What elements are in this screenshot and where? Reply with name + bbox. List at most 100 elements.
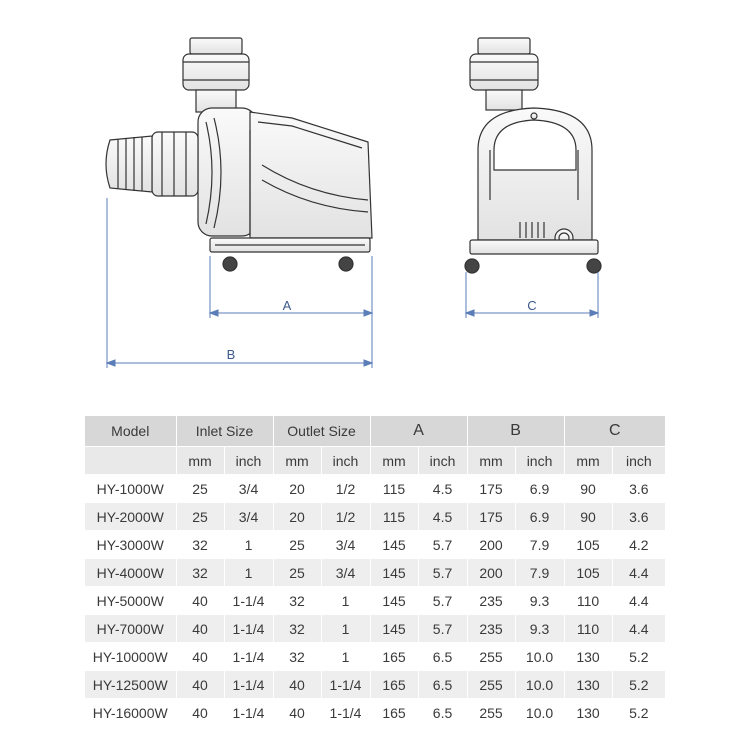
- table-cell: 4.5: [418, 502, 468, 531]
- unit-header: mm: [370, 446, 419, 475]
- table-cell: 32: [273, 614, 322, 643]
- table-cell: 115: [370, 502, 419, 531]
- table-cell: 40: [176, 698, 225, 727]
- table-cell: 10.0: [515, 642, 565, 671]
- table-cell: 130: [564, 698, 613, 727]
- table-cell: 4.4: [612, 614, 666, 643]
- table-cell: 40: [176, 614, 225, 643]
- table-cell: 6.9: [515, 502, 565, 531]
- table-cell: 255: [467, 670, 516, 699]
- table-cell: 5.2: [612, 670, 666, 699]
- table-cell: 40: [176, 642, 225, 671]
- unit-header: mm: [273, 446, 322, 475]
- table-cell: 105: [564, 558, 613, 587]
- table-cell: 235: [467, 614, 516, 643]
- model-cell: HY-7000W: [85, 614, 177, 643]
- table-cell: 1/2: [321, 474, 371, 503]
- table-cell: 165: [370, 698, 419, 727]
- pump-front-view: [464, 37, 602, 274]
- dimension-a-label: A: [283, 298, 292, 313]
- table-cell: 25: [176, 474, 225, 503]
- model-cell: HY-1000W: [85, 474, 177, 503]
- table-cell: 6.5: [418, 642, 468, 671]
- dimension-a: [208, 256, 374, 318]
- table-cell: 175: [467, 502, 516, 531]
- model-cell: HY-16000W: [85, 698, 177, 727]
- table-cell: 110: [564, 586, 613, 615]
- table-cell: 25: [176, 502, 225, 531]
- dimension-b-label: B: [227, 347, 236, 362]
- table-cell: 6.5: [418, 670, 468, 699]
- table-cell: 4.5: [418, 474, 468, 503]
- table-cell: 255: [467, 642, 516, 671]
- table-cell: 5.7: [418, 558, 468, 587]
- unit-header: mm: [564, 446, 613, 475]
- table-cell: 1-1/4: [224, 642, 274, 671]
- table-cell: 165: [370, 670, 419, 699]
- table-cell: 10.0: [515, 670, 565, 699]
- table-cell: 145: [370, 586, 419, 615]
- table-cell: 165: [370, 642, 419, 671]
- header-a: A: [370, 416, 468, 447]
- table-cell: 32: [273, 642, 322, 671]
- table-cell: 1: [321, 586, 371, 615]
- table-cell: 32: [176, 558, 225, 587]
- header-b: B: [467, 416, 565, 447]
- specification-table: Model Inlet Size Outlet Size A B C mm in…: [85, 416, 666, 727]
- table-cell: 6.5: [418, 698, 468, 727]
- table-cell: 6.9: [515, 474, 565, 503]
- header-units-blank: [85, 446, 177, 475]
- header-c: C: [564, 416, 666, 447]
- table-cell: 235: [467, 586, 516, 615]
- table-cell: 4.4: [612, 586, 666, 615]
- table-cell: 9.3: [515, 586, 565, 615]
- unit-header: inch: [515, 446, 565, 475]
- table-cell: 5.7: [418, 586, 468, 615]
- table-cell: 1: [321, 642, 371, 671]
- table-cell: 5.7: [418, 530, 468, 559]
- header-outlet-size: Outlet Size: [273, 416, 371, 447]
- table-cell: 3/4: [224, 474, 274, 503]
- table-cell: 255: [467, 698, 516, 727]
- table-cell: 10.0: [515, 698, 565, 727]
- table-cell: 40: [273, 698, 322, 727]
- model-cell: HY-3000W: [85, 530, 177, 559]
- header-inlet-size: Inlet Size: [176, 416, 274, 447]
- table-cell: 90: [564, 474, 613, 503]
- model-cell: HY-5000W: [85, 586, 177, 615]
- table-cell: 200: [467, 530, 516, 559]
- unit-header: inch: [224, 446, 274, 475]
- table-cell: 1: [224, 530, 274, 559]
- unit-header: mm: [176, 446, 225, 475]
- table-cell: 40: [273, 670, 322, 699]
- table-cell: 7.9: [515, 558, 565, 587]
- table-cell: 1-1/4: [224, 670, 274, 699]
- table-cell: 25: [273, 558, 322, 587]
- table-cell: 1-1/4: [224, 698, 274, 727]
- pump-side-view: [105, 37, 373, 272]
- header-model: Model: [85, 416, 177, 447]
- header-row-groups: Model Inlet Size Outlet Size A B C: [85, 416, 666, 447]
- table-cell: 32: [176, 530, 225, 559]
- model-cell: HY-12500W: [85, 670, 177, 699]
- table-cell: 3.6: [612, 502, 666, 531]
- table-cell: 1-1/4: [321, 670, 371, 699]
- model-cell: HY-2000W: [85, 502, 177, 531]
- table-cell: 3.6: [612, 474, 666, 503]
- table-cell: 1: [321, 614, 371, 643]
- table-cell: 5.2: [612, 698, 666, 727]
- table-cell: 145: [370, 558, 419, 587]
- table-cell: 20: [273, 502, 322, 531]
- unit-header: inch: [418, 446, 468, 475]
- table-cell: 7.9: [515, 530, 565, 559]
- table-cell: 4.4: [612, 558, 666, 587]
- table-cell: 3/4: [321, 530, 371, 559]
- table-cell: 90: [564, 502, 613, 531]
- table-cell: 40: [176, 670, 225, 699]
- model-cell: HY-4000W: [85, 558, 177, 587]
